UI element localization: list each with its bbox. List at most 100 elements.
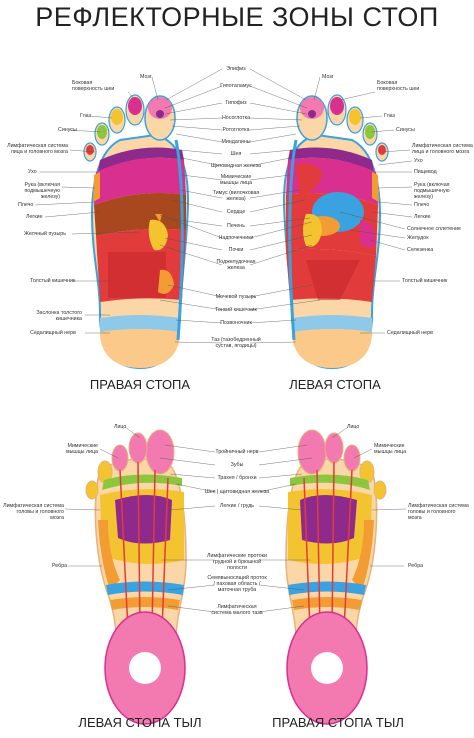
label-left-lungs: Легкие: [414, 214, 431, 220]
left-top-ribs-zone: [98, 520, 120, 590]
left-top-toe3: [111, 444, 129, 472]
label-top-right-lymph: Лимфатическая система головы и головного…: [408, 503, 469, 521]
right-sole-toe2-zone: [128, 97, 142, 115]
label-trigeminal: Тройничный нерв: [215, 449, 259, 455]
label-left-solar: Солнечное сплетение: [407, 226, 462, 232]
label-top-left-lymph: Лимфатическая система головы и головного…: [3, 503, 64, 521]
left-sole-toe5-zone: [378, 145, 386, 155]
label-hypothalamus: Гипоталамус: [220, 83, 252, 89]
label-left-eye: Глаз: [384, 113, 395, 119]
right-sole-small-intestine-zone: [108, 252, 166, 298]
label-left-brain: Мозг: [322, 74, 334, 80]
label-left-sciatic: Седалищный нерв: [387, 330, 433, 336]
label-pelvic-lymph: Лимфатическая система малого таза: [211, 604, 263, 616]
right-top-line1: [343, 469, 353, 631]
label-right-valve: Заслонка толстого кишечника: [36, 310, 82, 322]
label-neck: Шея: [230, 151, 242, 157]
left-sole-brain-zone: [300, 97, 324, 119]
right-top-ribs-zone: [352, 520, 374, 590]
label-oropharynx: Ротоглотка: [222, 127, 250, 133]
page-title: РЕФЛЕКТОРНЫЕ ЗОНЫ СТОП: [35, 2, 439, 32]
left-sole-toe4-zone: [365, 125, 375, 139]
label-neck-thyroid: Шея | щитовидная железа: [204, 489, 270, 495]
right-sole-pelvis-zone: [100, 315, 180, 332]
label-top-right-face: Лицо: [347, 424, 360, 430]
left-top-toe2: [128, 432, 148, 464]
label-heart: Сердце: [226, 209, 246, 215]
label-left-side-neck: Боковая поверхность шеи: [377, 80, 420, 92]
left-sole-heart-zone: [296, 163, 322, 196]
right-top-neck-band: [290, 474, 370, 490]
label-left-arm: Рука (включая подмышечную железу): [414, 182, 450, 200]
left-top-toe5: [85, 480, 99, 500]
label-pituitary: Гипофиз: [225, 100, 247, 106]
label-left-ear: Ухо: [414, 158, 423, 164]
label-right-side-neck: Боковая поверхность шеи: [72, 80, 115, 92]
caption-left-top: ЛЕВАЯ СТОПА ТЫЛ: [78, 715, 202, 730]
left-top-foot: [85, 429, 187, 725]
label-small-intestine: Тонкий кишечник: [215, 307, 257, 313]
left-sole-pelvis-zone: [292, 315, 372, 332]
left-sole-kidney-zone: [303, 213, 322, 247]
right-sole-shoulder-zone: [93, 172, 100, 202]
label-right-lymph: Лимфатическая система лица и головного м…: [7, 143, 68, 155]
left-sole-shoulder-zone: [372, 172, 379, 202]
left-top-line4: [161, 477, 169, 631]
label-left-stomach: Желудок: [407, 235, 429, 241]
left-sole-small-intestine-zone: [306, 260, 360, 300]
left-top-line1: [119, 469, 129, 631]
right-top-ankle-hole: [311, 652, 343, 684]
right-sole-toe3-zone: [111, 109, 123, 125]
right-top-line2: [331, 461, 335, 631]
label-top-left-face: Лицо: [114, 424, 127, 430]
label-right-eye: Глаз: [80, 113, 91, 119]
label-liver: Печень: [227, 223, 245, 229]
label-right-lungs: Легкие: [26, 214, 43, 220]
label-kidneys: Почки: [228, 247, 244, 253]
right-sole-bladder-zone: [158, 269, 174, 294]
label-right-large-intestine: Толстый кишечник: [30, 278, 76, 284]
label-tonsils: Миндалины: [221, 139, 251, 145]
label-right-shoulder: Плечо: [18, 202, 34, 208]
right-top-lung-zone: [300, 495, 357, 544]
label-face-muscles: Мимические мышцы лица: [219, 174, 253, 186]
right-sole-kidney-zone: [148, 219, 168, 251]
caption-left-sole: ЛЕВАЯ СТОПА: [289, 377, 381, 392]
left-sole-neck-band: [288, 147, 374, 172]
label-nasopharynx: Носоглотка: [221, 115, 251, 121]
sole-leader-lines: [34, 68, 413, 344]
right-sole-toe4-zone: [97, 125, 107, 139]
label-thyroid: Щитовидная железа: [211, 163, 261, 169]
left-sole-toe3-zone: [349, 109, 361, 125]
label-pancreas: Поджелудочная железа: [216, 259, 256, 271]
right-sole-neck-band: [98, 147, 184, 172]
right-sole-adrenal-zone: [155, 214, 162, 222]
label-spine: Позвоночник: [220, 320, 252, 326]
right-top-line3: [316, 469, 321, 631]
left-top-line2: [137, 461, 141, 631]
label-left-lymph: Лимфатическая система лица и головного м…: [412, 143, 473, 155]
right-top-toe2: [324, 432, 344, 464]
label-right-ear: Ухо: [28, 169, 37, 175]
label-pelvis: Таз (тазобедренный сустав, ягодицы): [211, 337, 261, 349]
label-right-brain: Мозг: [140, 74, 152, 80]
right-sole-heel-zone: [100, 329, 180, 368]
left-sole-heel-zone: [292, 329, 372, 368]
right-sole-brain-zone: [148, 97, 172, 119]
left-sole-pituitary-zone: [308, 110, 316, 118]
left-top-line3: [151, 469, 156, 631]
left-sole-foot: [282, 94, 389, 370]
label-right-gallbladder: Желчный пузырь: [24, 231, 66, 237]
caption-right-top: ПРАВАЯ СТОПА ТЫЛ: [272, 715, 404, 730]
right-sole-foot: [83, 94, 190, 370]
right-top-line4: [303, 477, 311, 631]
right-sole-lung-zone: [94, 157, 186, 205]
label-bladder: Мочевой пузырь: [215, 294, 257, 300]
right-top-toe5: [373, 480, 387, 500]
left-sole-spine-line: [288, 139, 298, 341]
right-sole-pituitary-zone: [156, 110, 164, 118]
label-right-arm: Рука (включая подмышечную железу): [24, 182, 60, 200]
label-left-esophagus: Пищевод: [414, 169, 437, 175]
label-top-left-ribs: Ребра: [52, 563, 68, 569]
